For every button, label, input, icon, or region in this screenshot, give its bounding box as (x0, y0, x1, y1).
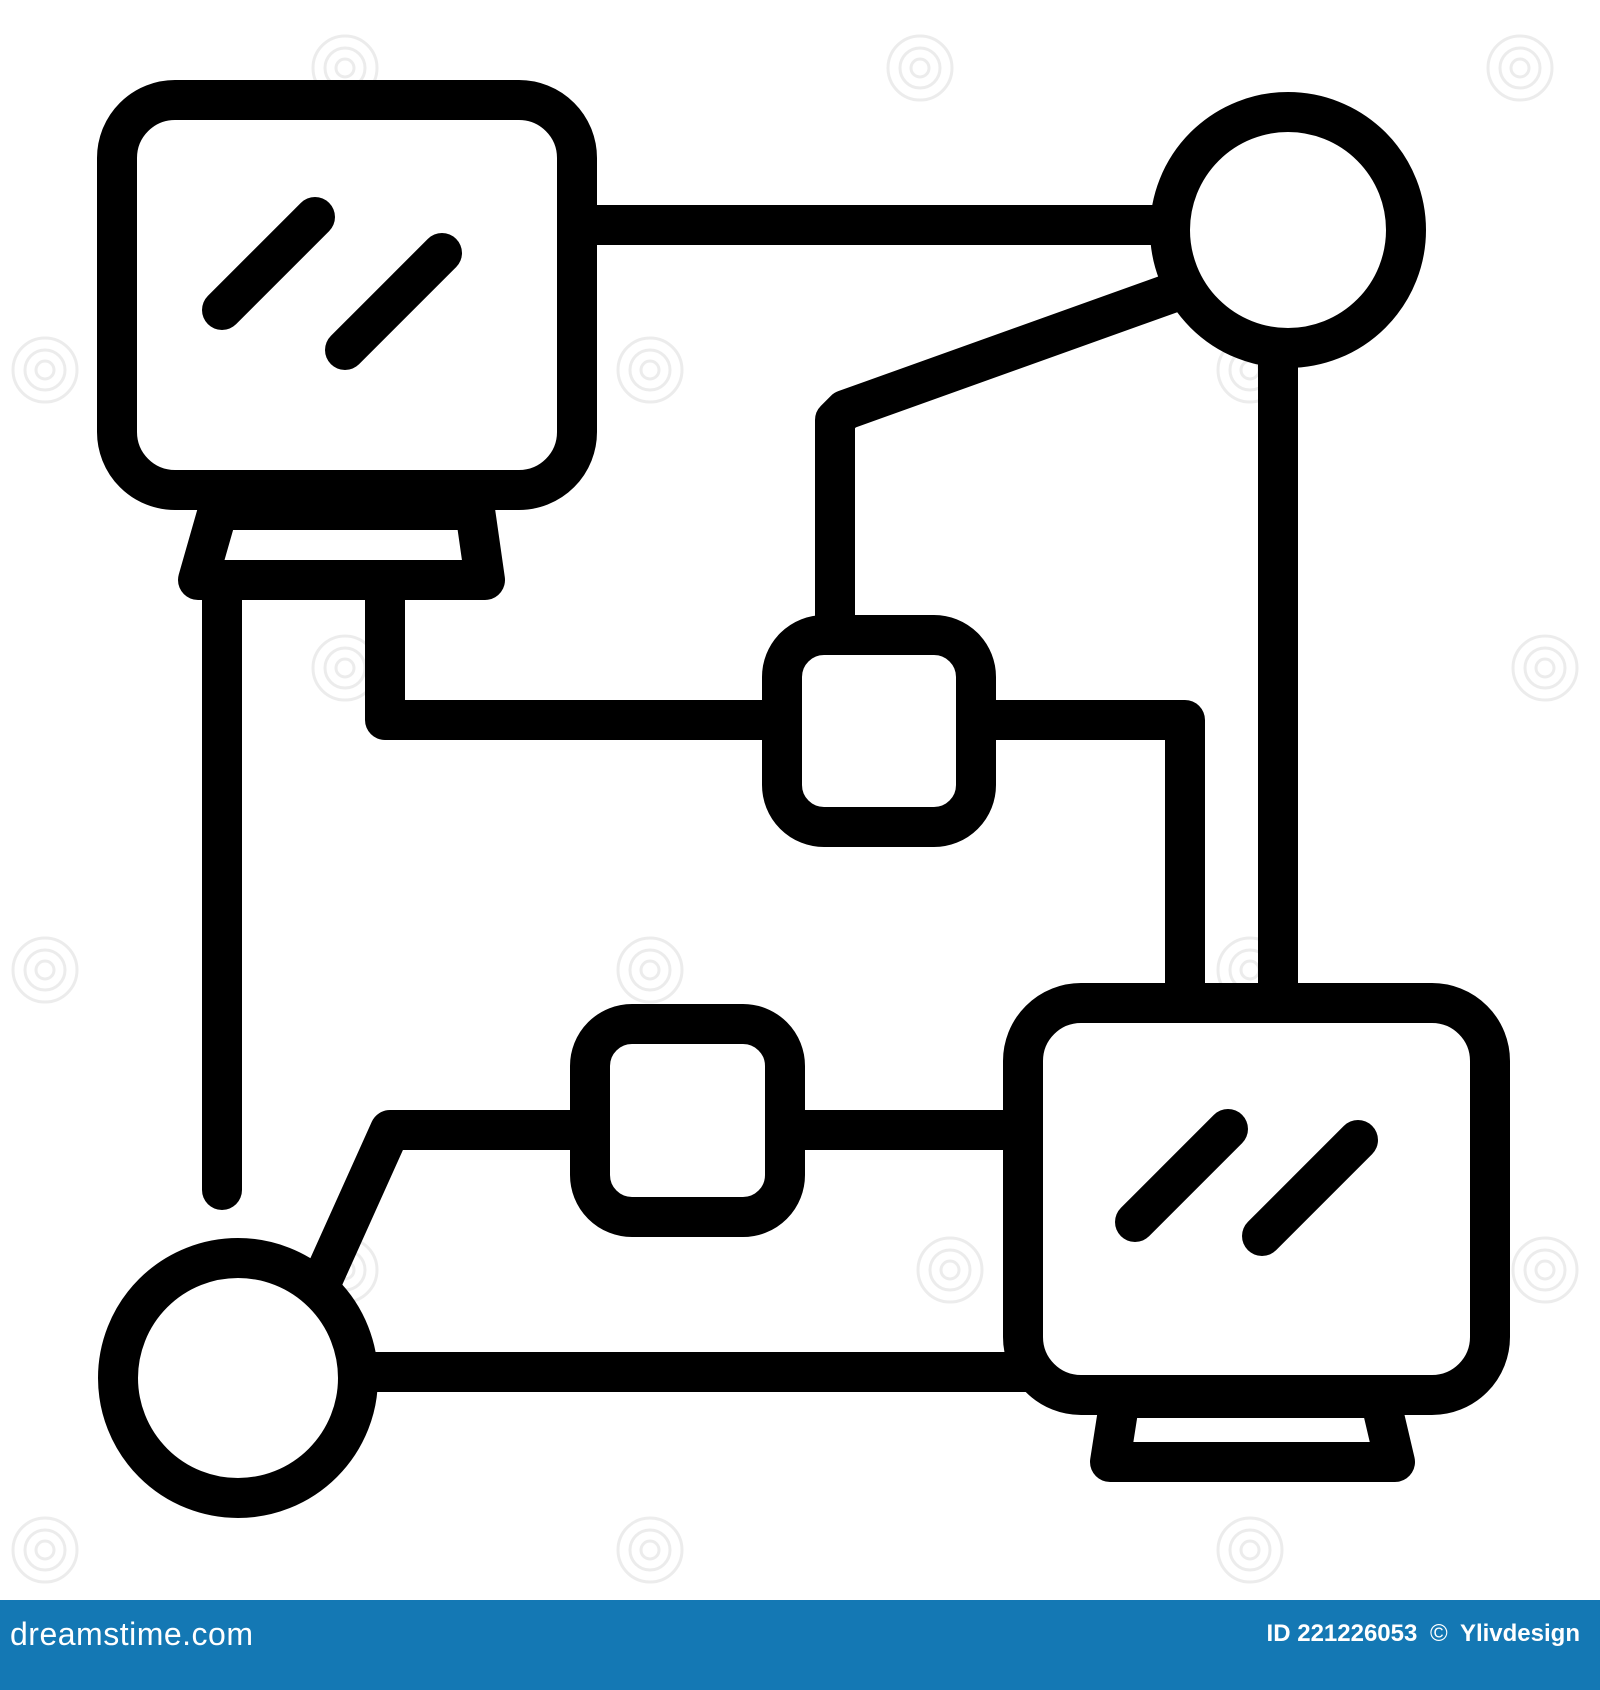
network-diagram-icon (11, 34, 1579, 1584)
copyright-symbol: © (1430, 1620, 1448, 1647)
monitor-screen (1003, 983, 1510, 1415)
icon-canvas (11, 34, 1579, 1584)
spiral-watermark-icon (1486, 34, 1554, 102)
stock-footer-bar: dreamstime.com ID 221226053 © Ylivdesign (0, 1600, 1600, 1690)
node-top-right-icon (1150, 92, 1426, 368)
image-credit: ID 221226053 © Ylivdesign (1267, 1620, 1580, 1648)
spiral-watermark-icon (1216, 1516, 1284, 1584)
screen-glare-mark (325, 233, 462, 370)
spiral-watermark-icon (616, 1516, 684, 1584)
screen-glare-mark (1242, 1120, 1378, 1256)
image-id: 221226053 (1297, 1620, 1418, 1647)
spiral-watermark-icon (11, 336, 79, 404)
monitor-stand (178, 490, 505, 600)
spiral-watermark-icon (916, 1236, 984, 1304)
spiral-watermark-icon (1511, 634, 1579, 702)
dreamstime-logo: dreamstime.com (10, 1616, 254, 1652)
link-node-topright-to-square-center (815, 270, 1200, 650)
screen-glare-mark (1115, 1109, 1248, 1242)
link-node-bottomleft-to-square-lower (298, 1110, 610, 1310)
square-node-center-icon (762, 615, 996, 847)
id-label: ID (1266, 1620, 1291, 1647)
monitor-screen (97, 80, 597, 510)
author-name: Ylivdesign (1459, 1620, 1580, 1647)
node-bottom-left-icon (98, 1238, 378, 1518)
spiral-watermark-icon (11, 936, 79, 1004)
spiral-watermark-icon (886, 34, 954, 102)
monitor-bottom-right-icon (1003, 983, 1510, 1482)
spiral-watermark-icon (11, 1516, 79, 1584)
link-square-center-to-monitor-bottomright (940, 700, 1205, 1020)
link-monitor-stand-to-square-center (365, 560, 790, 740)
screen-glare-mark (202, 197, 335, 330)
monitor-top-left-icon (97, 80, 597, 600)
spiral-watermark-icon (1511, 1236, 1579, 1304)
square-node-lower-icon (570, 1004, 805, 1237)
spiral-watermark-icon (616, 936, 684, 1004)
spiral-watermark-icon (616, 336, 684, 404)
